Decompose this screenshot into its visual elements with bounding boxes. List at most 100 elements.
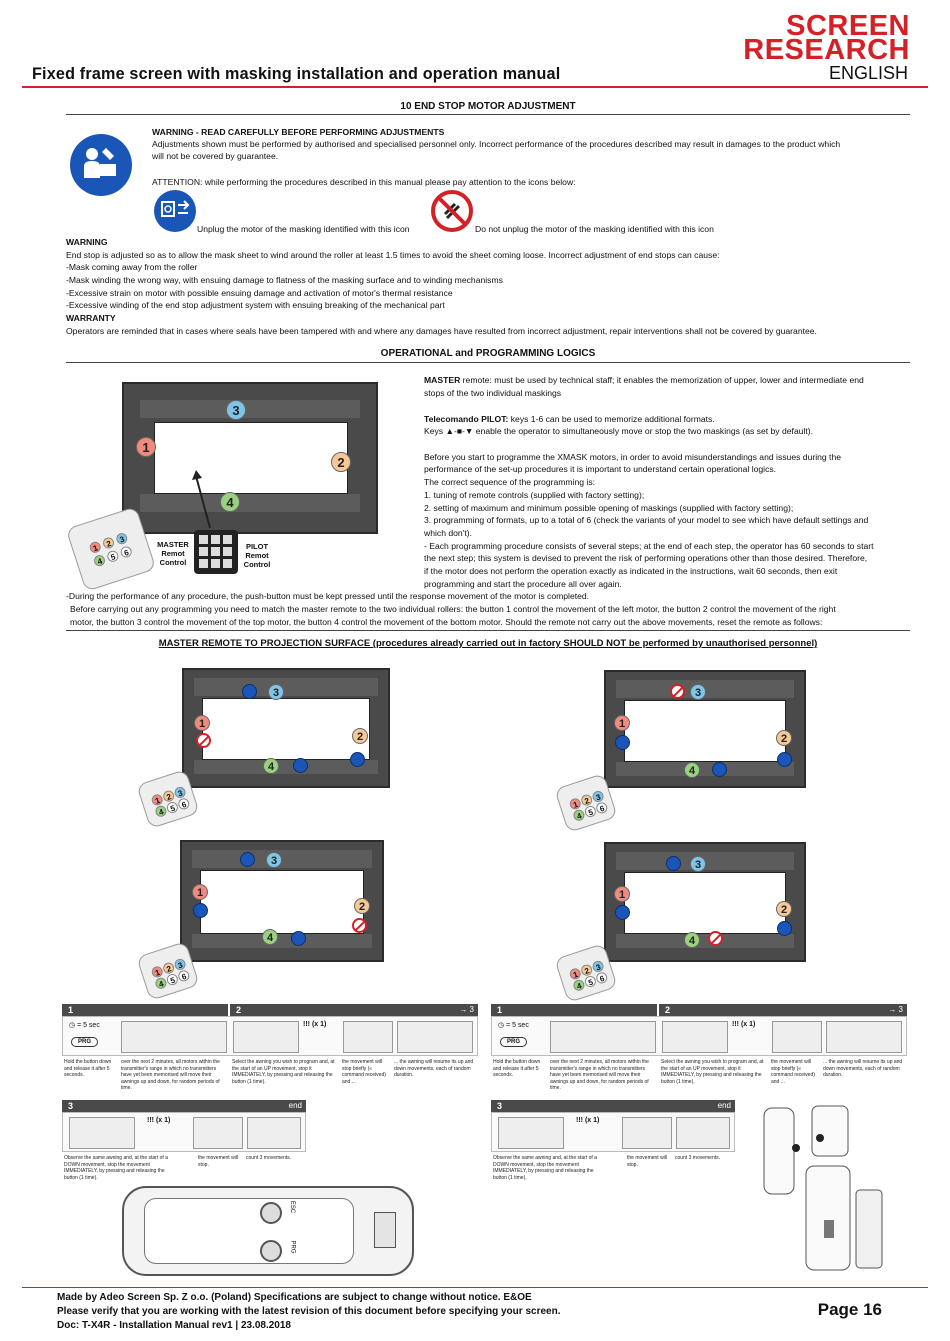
awning-resume-icon (826, 1021, 902, 1053)
step-1-text-2: over the next 2 minutes, all motors with… (550, 1059, 649, 1091)
master-text: remote: must be used by technical staff;… (460, 375, 864, 385)
bottom-mask (192, 934, 372, 948)
esc-label: ESC (289, 1200, 296, 1214)
screen-surface (624, 700, 786, 762)
prg-label: PRG (289, 1240, 296, 1254)
pilot-description: Telecomando PILOT: keys 1-6 can be used … (424, 413, 715, 426)
master-label-2: Remot (161, 549, 185, 558)
remote-key-5: 5 (105, 549, 120, 564)
warning2-line-3: -Mask winding the wrong way, with ensuin… (66, 275, 503, 285)
remote-key-6: 6 (176, 968, 191, 983)
keypad-icon (199, 535, 232, 568)
warning-heading: WARNING - READ CAREFULLY BEFORE PERFORMI… (152, 127, 445, 137)
awning-animation-icon (550, 1021, 656, 1053)
do-not-unplug-label: Do not unplug the motor of the masking i… (475, 224, 714, 234)
para-line-1: Before you start to programme the XMASK … (424, 452, 842, 462)
unplug-icon (193, 903, 208, 918)
step-3-text-1: Observe the same awning and, at the star… (493, 1155, 597, 1181)
hold-seconds: = 5 sec (506, 1022, 529, 1029)
unplug-icon (293, 758, 308, 773)
para-line-11: programming and start the procedure all … (424, 579, 622, 589)
screen-surface (624, 872, 786, 934)
count-movements-icon (676, 1117, 730, 1149)
step-3-text-3: count 3 movements. (246, 1155, 292, 1161)
para-line-4: 1. tuning of remote controls (supplied w… (424, 490, 645, 500)
unplug-icon (240, 852, 255, 867)
footer-divider (22, 1287, 928, 1288)
pilot-label-1: PILOT (245, 542, 269, 551)
section-logics-title: OPERATIONAL and PROGRAMMING LOGICS (380, 348, 596, 359)
section-master-remote-title: MASTER REMOTE TO PROJECTION SURFACE (pro… (158, 638, 818, 649)
pilot-label-2: Remot (245, 551, 269, 560)
section-divider (66, 114, 910, 115)
do-not-unplug-icon (431, 190, 473, 232)
do-not-unplug-icon (708, 931, 723, 946)
step-end-label: end (288, 1101, 302, 1110)
motor-2-badge: 2 (331, 452, 351, 472)
awning-resume-icon (397, 1021, 473, 1053)
awning-up-icon (233, 1021, 299, 1053)
step-1-number: 1 (68, 1005, 74, 1015)
next-step-arrow: → 3 (888, 1005, 903, 1014)
screen-surface (154, 422, 348, 494)
do-not-unplug-icon (352, 918, 367, 933)
hold-seconds: = 5 sec (77, 1022, 100, 1029)
awning-up-icon (662, 1021, 728, 1053)
unplug-icon (615, 735, 630, 750)
awning-stop-icon (343, 1021, 393, 1053)
step-3-text-3: count 3 movements. (675, 1155, 721, 1161)
unplug-icon (777, 752, 792, 767)
step-3-number: 3 (68, 1101, 74, 1111)
motor-3-badge: 3 (226, 400, 246, 420)
remote-key-1: 1 (88, 540, 103, 555)
bottom-mask (616, 934, 794, 948)
motor-1-badge: 1 (614, 886, 630, 902)
step-2-text-3: ... the awning will resume its up and do… (823, 1059, 903, 1078)
master-description: MASTER remote: must be used by technical… (424, 374, 914, 387)
warning2-line-2: -Mask coming away from the roller (66, 262, 198, 272)
warranty-body: Operators are reminded that in cases whe… (66, 326, 817, 336)
header-divider (22, 86, 928, 88)
awning-animation-icon (121, 1021, 227, 1053)
motor-2-badge: 2 (354, 898, 370, 914)
press-once-label: !!! (x 1) (732, 1021, 756, 1028)
do-not-unplug-icon (670, 684, 685, 699)
unplug-icon (777, 921, 792, 936)
unplug-icon (291, 931, 306, 946)
prg-device-button[interactable] (260, 1240, 282, 1262)
step-3-header: 3 end (62, 1100, 306, 1112)
motor-2-badge: 2 (776, 730, 792, 746)
pilot-remote-label: PILOT Remot Control (240, 542, 274, 569)
technician-icon (70, 134, 132, 196)
para-line-8: - Each programming procedure consists of… (424, 541, 874, 551)
step-1-number: 1 (497, 1005, 503, 1015)
master-remote-label: MASTER Remot Control (154, 540, 192, 567)
para-line-3: The correct sequence of the programming … (424, 477, 596, 487)
remote-key-3: 3 (114, 531, 129, 546)
screen-surface (200, 870, 364, 934)
step-2-number: 2 (665, 1005, 671, 1015)
language-label: ENGLISH (828, 63, 908, 83)
section-divider (66, 362, 910, 363)
top-mask (192, 850, 372, 868)
attention-text: ATTENTION: while performing the procedur… (152, 177, 576, 187)
motor-2-badge: 2 (776, 901, 792, 917)
motor-2-badge: 2 (352, 728, 368, 744)
screen-surface (202, 698, 370, 760)
warning-body-1: Adjustments shown must be performed by a… (152, 139, 841, 149)
step-3-text-2: the movement will stop. (627, 1155, 668, 1168)
esc-button[interactable] (260, 1202, 282, 1224)
unplug-icon (712, 762, 727, 777)
para-line-6: 3. programming of formats, up to a total… (424, 515, 869, 525)
document-title: Fixed frame screen with masking installa… (32, 64, 561, 83)
receiver-housing (144, 1198, 354, 1264)
step-2-text-2: the movement will stop briefly (« comman… (342, 1059, 386, 1085)
step-2-text-3: ... the awning will resume its up and do… (394, 1059, 474, 1078)
logo-line1: SCREEN (786, 10, 910, 42)
step-end-label: end (717, 1101, 731, 1110)
pointer-arrow-icon (192, 470, 211, 529)
footer-line-1: Made by Adeo Screen Sp. Z o.o. (Poland) … (57, 1292, 532, 1303)
step-2-text-1: Select the awning you wish to program an… (661, 1059, 764, 1085)
awning-stop-icon (193, 1117, 243, 1149)
step-1-2-illustrations: ◷ = 5 sec PRG !!! (x 1) (62, 1016, 478, 1056)
